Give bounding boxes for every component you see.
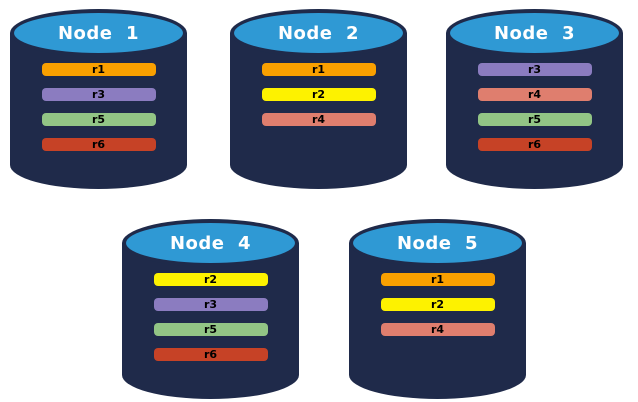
cylinder-body — [10, 33, 187, 189]
replica-bar-r4: r4 — [477, 88, 592, 101]
replica-bar-r1: r1 — [41, 63, 156, 76]
replica-bar-r5: r5 — [477, 113, 592, 126]
node-2-cylinder: Node 2 r1 r2 r4 — [230, 9, 407, 189]
node-3-cylinder: Node 3 r3 r4 r5 r6 — [446, 9, 623, 189]
replica-bar-r2: r2 — [153, 273, 268, 286]
node-5-cylinder: Node 5 r1 r2 r4 — [349, 219, 526, 399]
cylinder-top-ellipse: Node 1 — [10, 9, 187, 57]
node-title: Node 2 — [277, 22, 360, 44]
replica-list: r1 r2 r4 — [349, 273, 526, 336]
replica-list: r1 r3 r5 r6 — [10, 63, 187, 151]
replica-bar-r3: r3 — [153, 298, 268, 311]
replica-bar-r4: r4 — [261, 113, 376, 126]
replica-bar-r6: r6 — [477, 138, 592, 151]
cylinder-body — [349, 243, 526, 399]
replica-bar-r3: r3 — [41, 88, 156, 101]
replica-bar-r4: r4 — [380, 323, 495, 336]
replica-bar-r1: r1 — [261, 63, 376, 76]
node-4-cylinder: Node 4 r2 r3 r5 r6 — [122, 219, 299, 399]
replica-bar-r2: r2 — [380, 298, 495, 311]
node-title: Node 3 — [493, 22, 576, 44]
cylinder-top-ellipse: Node 5 — [349, 219, 526, 267]
replica-bar-r6: r6 — [153, 348, 268, 361]
node-1-cylinder: Node 1 r1 r3 r5 r6 — [10, 9, 187, 189]
cylinder-body — [122, 243, 299, 399]
node-title: Node 1 — [57, 22, 140, 44]
cylinder-body — [230, 33, 407, 189]
cylinder-body — [446, 33, 623, 189]
node-title: Node 5 — [396, 232, 479, 254]
node-title: Node 4 — [169, 232, 252, 254]
cylinder-top-ellipse: Node 2 — [230, 9, 407, 57]
replica-bar-r5: r5 — [153, 323, 268, 336]
replica-bar-r5: r5 — [41, 113, 156, 126]
replica-bar-r6: r6 — [41, 138, 156, 151]
replica-bar-r3: r3 — [477, 63, 592, 76]
replica-bar-r2: r2 — [261, 88, 376, 101]
replica-bar-r1: r1 — [380, 273, 495, 286]
cylinder-top-ellipse: Node 4 — [122, 219, 299, 267]
replica-list: r1 r2 r4 — [230, 63, 407, 126]
cylinder-top-ellipse: Node 3 — [446, 9, 623, 57]
replica-list: r3 r4 r5 r6 — [446, 63, 623, 151]
replica-list: r2 r3 r5 r6 — [122, 273, 299, 361]
